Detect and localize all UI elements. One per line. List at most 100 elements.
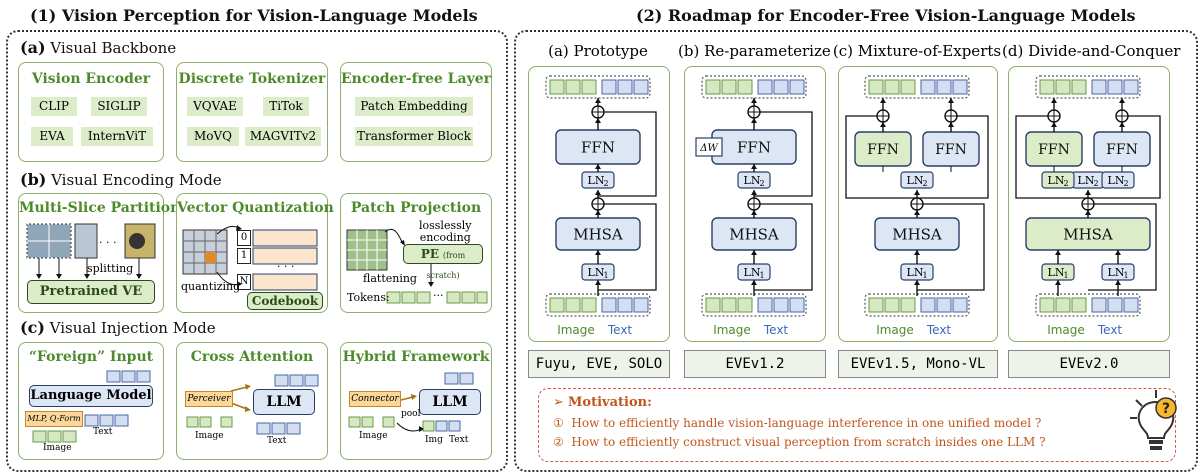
pool-label: pool	[401, 409, 421, 419]
input-tokens-token	[705, 297, 721, 313]
section-a-heading: (a) Visual Backbone	[20, 38, 177, 57]
input-tokens-token	[549, 297, 565, 313]
mlp-qform-box: MLP, Q-Form	[25, 411, 83, 427]
discrete-tokenizer-card: Discrete Tokenizer VQVAE TiTok MoVQ MAGV…	[176, 62, 328, 162]
image-label: Image	[713, 323, 751, 337]
output-tokens-token	[1071, 79, 1087, 95]
ln1-box-label: LN	[907, 266, 924, 279]
pe-box: PE (from scratch)	[403, 244, 483, 280]
lossless-label: losslessly encoding	[419, 219, 472, 244]
input-tokens-frame	[1035, 293, 1141, 317]
cross-attention-card: Cross Attention Perceiver LLM Text Image	[176, 342, 328, 460]
input-tokens-token	[757, 297, 773, 313]
output-tokens-token	[633, 79, 649, 95]
tokens-label: Tokens:	[347, 291, 390, 304]
codebook-idx-0: 0	[237, 230, 251, 246]
arch-title-moe: (c) Mixture-of-Experts	[832, 42, 1002, 60]
tokens-dots: ···	[433, 289, 444, 302]
mhsa-box-label: MHSA	[1063, 225, 1113, 243]
delta-w-box	[695, 137, 723, 157]
output-tokens-frame	[701, 75, 807, 99]
arch-models-proto: Fuyu, EVE, SOLO	[528, 350, 670, 378]
input-tokens-token	[601, 297, 617, 313]
output-tokens-token	[705, 79, 721, 95]
splitting-label: splitting	[87, 262, 134, 275]
input-tokens-token	[737, 297, 753, 313]
input-tokens-token	[952, 297, 968, 313]
hybrid-image-label: Image	[359, 431, 388, 441]
output-tokens-token	[1123, 79, 1139, 95]
output-tokens-token	[1091, 79, 1107, 95]
patch-proj-card: Patch Projection losslessly encoding PE …	[340, 193, 492, 313]
quantizing-label: quantizing	[181, 280, 241, 293]
section-c-heading: (c) Visual Injection Mode	[20, 318, 216, 337]
ln1-box-text-label: LN	[1108, 266, 1125, 279]
ln1-box-label: LN	[588, 266, 605, 279]
output-tokens-token	[920, 79, 936, 95]
chip-titok: TiTok	[263, 97, 309, 116]
section-b-heading: (b) Visual Encoding Mode	[20, 170, 222, 189]
input-tokens-token	[868, 297, 884, 313]
output-tokens-token	[952, 79, 968, 95]
hybrid-llm-box: LLM	[419, 389, 481, 415]
arch-title-dc: (d) Divide-and-Conquer	[1002, 42, 1181, 60]
language-model-box: Language Model	[29, 385, 153, 407]
ln2-box-image-subscript: 2	[1063, 179, 1068, 188]
ffn-box-image-label: FFN	[867, 142, 899, 158]
cross-attention-title: Cross Attention	[190, 349, 314, 365]
ffn-box-image-label: FFN	[1038, 142, 1070, 158]
delta-w-label: ΔW	[699, 143, 718, 154]
right-title: (2) Roadmap for Encoder-Free Vision-Lang…	[636, 6, 1136, 25]
text-label: Text	[926, 323, 952, 337]
ln1-box-text-subscript: 1	[1123, 271, 1128, 280]
chip-internvit: InternViT	[81, 127, 153, 146]
chip-movq: MoVQ	[187, 127, 239, 146]
output-tokens-token	[1055, 79, 1071, 95]
ln2-box-subscript: 2	[759, 179, 764, 188]
output-tokens-token	[617, 79, 633, 95]
input-tokens-token	[1107, 297, 1123, 313]
foreign-text-label: Text	[93, 427, 113, 437]
img-label: Img	[425, 435, 443, 445]
perceiver-box: Perceiver	[185, 391, 233, 407]
vector-quant-title: Vector Quantization	[177, 200, 334, 216]
cross-graphic	[186, 374, 319, 435]
left-title: (1) Vision Perception for Vision-Languag…	[30, 6, 478, 25]
input-tokens-token	[633, 297, 649, 313]
right-panel	[514, 30, 1198, 472]
ln1-box-label: LN	[744, 266, 761, 279]
chip-magvitv2: MAGVITv2	[245, 127, 321, 146]
patch-proj-graphic	[346, 228, 488, 304]
input-tokens-token	[1055, 297, 1071, 313]
text-label: Text	[1097, 323, 1123, 337]
input-tokens-token	[884, 297, 900, 313]
arch-frame-dc	[1008, 66, 1170, 342]
ln2-box-text-2-label: LN	[1108, 174, 1125, 187]
ln2-box-subscript: 2	[603, 179, 608, 188]
output-tokens-token	[884, 79, 900, 95]
motivation-box: ➢ Motivation: ① How to efficiently handl…	[538, 388, 1176, 462]
arch-frame-proto	[528, 66, 670, 342]
vector-quant-card: Vector Quantization 0 1 N · · · quantizi…	[176, 193, 334, 313]
ln2-box-label: LN	[744, 174, 761, 187]
output-tokens-token	[601, 79, 617, 95]
multi-slice-title: Multi-Slice Partition	[19, 200, 181, 216]
token-row	[386, 291, 488, 304]
codebook-idx-n: N	[237, 274, 251, 290]
output-tokens-token	[1039, 79, 1055, 95]
input-tokens-token	[1071, 297, 1087, 313]
arch-frame-reparam	[684, 66, 826, 342]
ffn-box-label: FFN	[737, 138, 771, 156]
arch-models-moe: EVEv1.5, Mono-VL	[838, 350, 998, 378]
output-tokens-token	[789, 79, 805, 95]
output-tokens-frame	[545, 75, 651, 99]
chip-vqvae: VQVAE	[187, 97, 243, 116]
cross-image-label: Image	[195, 431, 224, 441]
output-tokens-token	[1107, 79, 1123, 95]
chip-transformer-block: Transformer Block	[355, 127, 473, 146]
chip-clip: CLIP	[31, 97, 77, 116]
output-tokens-token	[737, 79, 753, 95]
output-tokens-token	[721, 79, 737, 95]
